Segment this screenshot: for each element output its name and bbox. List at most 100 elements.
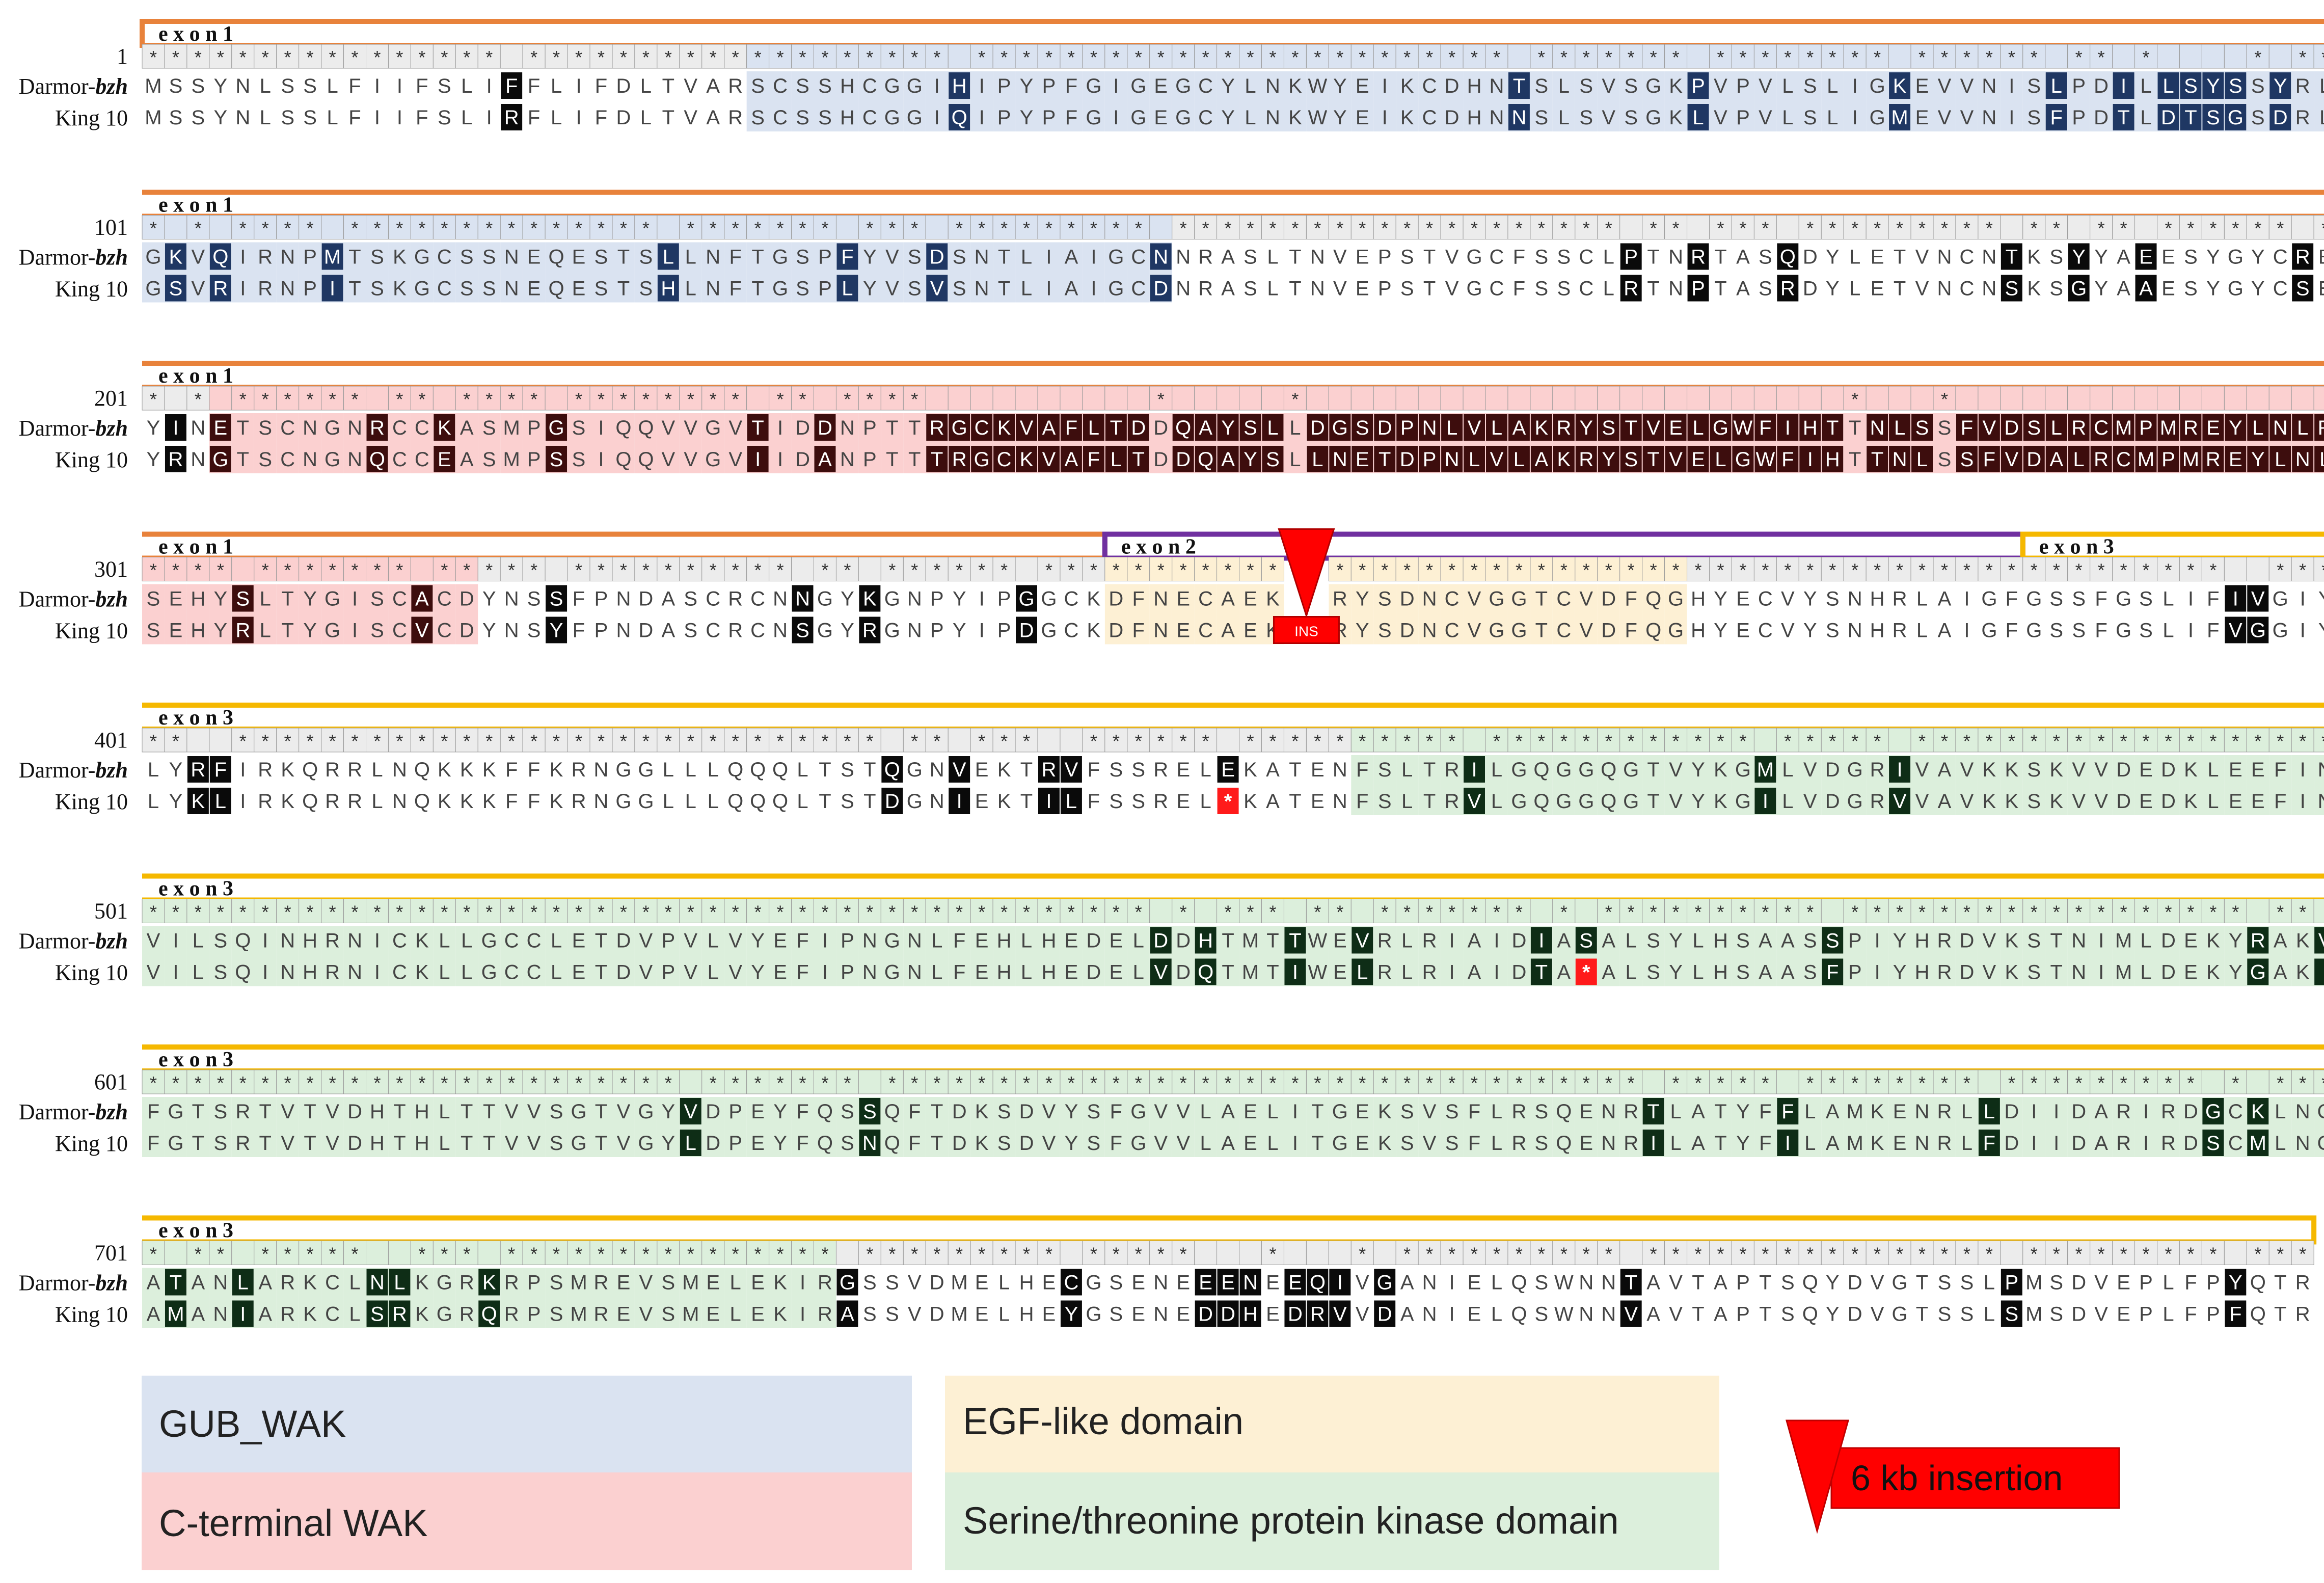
consensus-cell: [254, 215, 277, 239]
residue-king10: V: [684, 106, 697, 129]
consensus-star: *: [687, 389, 694, 410]
residue-darmor: D: [795, 417, 810, 439]
residue-darmor: Y: [863, 246, 877, 269]
consensus-star: *: [1538, 218, 1545, 239]
consensus-star: *: [2120, 1244, 2127, 1265]
residue-darmor: I: [979, 75, 985, 97]
residue-darmor: K: [1535, 417, 1549, 439]
residue-darmor: F: [348, 75, 361, 97]
consensus-star: *: [687, 1244, 694, 1265]
residue-darmor: S: [258, 417, 272, 439]
residue-king10: A: [1266, 790, 1280, 813]
consensus-star: *: [911, 47, 918, 68]
mismatch-cell-top: [2180, 72, 2202, 99]
consensus-star: *: [1202, 731, 1209, 752]
residue-darmor: C: [415, 417, 429, 439]
residue-darmor: G: [1623, 759, 1639, 781]
consensus-star: *: [888, 1244, 896, 1265]
residue-darmor: K: [482, 759, 496, 781]
residue-king10: L: [1916, 620, 1928, 642]
residue-king10: Q: [772, 790, 788, 813]
residue-king10: E: [1468, 1303, 1481, 1326]
residue-darmor: V: [1356, 930, 1369, 952]
residue-king10: W: [1554, 1303, 1574, 1326]
residue-king10: N: [235, 106, 250, 129]
consensus-star: *: [463, 902, 470, 923]
consensus-star: *: [799, 1072, 806, 1093]
residue-king10: E: [2229, 790, 2242, 813]
label-darmor: Darmor-bzh: [19, 1099, 128, 1124]
consensus-star: *: [956, 560, 963, 581]
consensus-star: *: [1963, 731, 1970, 752]
residue-king10: G: [884, 961, 900, 984]
residue-darmor: N: [1848, 588, 1862, 610]
residue-king10: L: [1626, 961, 1637, 984]
residue-darmor: G: [907, 75, 923, 97]
consensus-star: *: [2098, 47, 2105, 68]
residue-darmor: P: [303, 246, 317, 269]
residue-darmor: P: [594, 588, 608, 610]
residue-king10: R: [1579, 448, 1593, 471]
residue-darmor: R: [2116, 1101, 2131, 1123]
residue-king10: F: [1468, 1132, 1480, 1155]
consensus-star: *: [1695, 1072, 1702, 1093]
residue-darmor: N: [706, 246, 720, 269]
residue-king10: P: [818, 278, 832, 300]
residue-king10: S: [818, 106, 832, 129]
residue-darmor: T: [2006, 246, 2018, 269]
residue-king10: V: [1669, 790, 1683, 813]
residue-king10: T: [259, 1132, 272, 1155]
residue-darmor: L: [2163, 1272, 2174, 1294]
residue-king10: S: [1109, 1303, 1123, 1326]
consensus-star: *: [1359, 1072, 1366, 1093]
domain-cell: [1552, 71, 1575, 131]
residue-king10: L: [842, 278, 853, 300]
residue-darmor: N: [1422, 1272, 1437, 1294]
consensus-cell: [2268, 44, 2292, 69]
consensus-cell: [1172, 44, 1195, 69]
residue-darmor: L: [1782, 75, 1793, 97]
consensus-star: *: [2299, 1072, 2306, 1093]
residue-king10: Y: [2206, 278, 2220, 300]
mismatch-cell-bottom: [2157, 104, 2179, 130]
residue-king10: E: [2251, 790, 2265, 813]
residue-darmor: E: [975, 759, 989, 781]
residue-king10: F: [1513, 278, 1525, 300]
residue-king10: K: [1714, 790, 1727, 813]
consensus-star: *: [2254, 731, 2261, 752]
consensus-cell: [1217, 728, 1240, 753]
residue-king10: V: [1042, 448, 1056, 471]
residue-darmor: Y: [1020, 75, 1034, 97]
consensus-star: *: [217, 902, 224, 923]
domain-cell: [814, 71, 836, 131]
consensus-star: *: [1023, 902, 1030, 923]
consensus-star: *: [1851, 731, 1858, 752]
residue-darmor: G: [1645, 75, 1661, 97]
residue-king10: N: [1668, 278, 1683, 300]
residue-king10: L: [2140, 961, 2151, 984]
residue-darmor: I: [1538, 930, 1544, 952]
consensus-star: *: [1113, 218, 1120, 239]
residue-king10: C: [1579, 278, 1593, 300]
residue-king10: Y: [213, 106, 227, 129]
residue-darmor: S: [908, 246, 922, 269]
residue-darmor: S: [1557, 246, 1571, 269]
consensus-cell: [992, 386, 1016, 411]
residue-darmor: I: [1449, 1272, 1455, 1294]
consensus-cell: [1888, 728, 1911, 753]
consensus-cell: [2157, 386, 2180, 411]
consensus-star: *: [732, 560, 739, 581]
residue-king10: V: [1624, 1303, 1638, 1326]
residue-king10: S: [1557, 278, 1571, 300]
residue-king10: S: [370, 1303, 384, 1326]
consensus-star: *: [1762, 560, 1769, 581]
residue-darmor: Y: [1691, 759, 1705, 781]
residue-darmor: C: [1490, 246, 1504, 269]
residue-darmor: V: [1669, 1272, 1683, 1294]
residue-darmor: C: [862, 75, 877, 97]
residue-darmor: P: [2072, 75, 2086, 97]
consensus-star: *: [217, 1244, 224, 1265]
residue-king10: E: [1736, 620, 1750, 642]
consensus-star: *: [2321, 47, 2324, 68]
residue-king10: M: [1847, 1132, 1863, 1155]
